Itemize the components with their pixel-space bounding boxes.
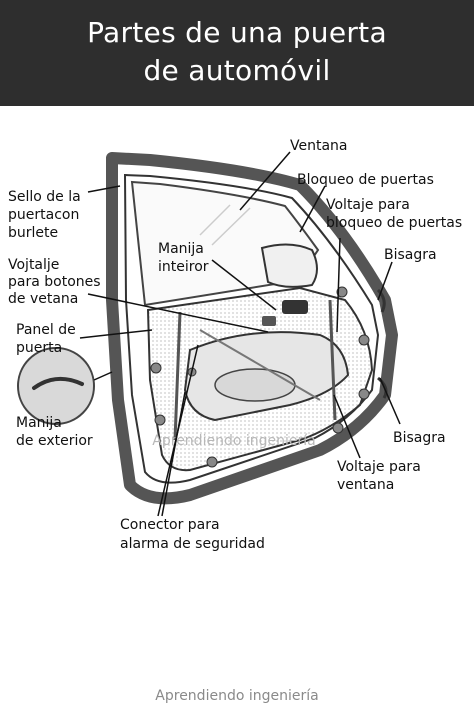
- label-panel-1: Panel de: [16, 322, 76, 338]
- label-panel-2: puerta: [16, 340, 63, 356]
- title-line-1: Partes de una puerta: [87, 16, 387, 49]
- regulator-rail: [173, 311, 182, 441]
- label-manija-exterior-2: de exterior: [16, 433, 93, 449]
- label-conector-1: Conector para: [120, 517, 220, 533]
- interior-handle: [282, 300, 308, 314]
- door-speaker: [214, 368, 296, 402]
- regulator-cable: [199, 329, 321, 401]
- label-manija-interior-1: Manija: [158, 241, 204, 257]
- side-mirror: [260, 243, 318, 288]
- label-bisagra-top: Bisagra: [384, 247, 437, 263]
- exterior-handle-inset: [17, 347, 95, 425]
- title-line-2: de automóvil: [143, 54, 331, 87]
- leader-lines: [79, 151, 401, 517]
- label-conector-2: alarma de seguridad: [120, 536, 265, 552]
- footer-credit: Aprendiendo ingeniería: [155, 688, 319, 704]
- door-seal: [123, 173, 380, 484]
- glass-reflection: [211, 207, 251, 246]
- watermark: Aprendiendo ingeniería: [152, 433, 315, 449]
- label-voltaje-ventana-2: ventana: [337, 477, 395, 493]
- regulator-rail: [328, 299, 337, 421]
- label-bisagra-bottom: Bisagra: [393, 430, 446, 446]
- label-voltaje-ventana-1: Voltaje para: [337, 459, 421, 475]
- title-banner: Partes de una puerta de automóvil: [0, 0, 474, 106]
- label-voltaje-bloqueo-2: bloqueo de puertas: [326, 215, 463, 231]
- label-vojtalje-3: de vetana: [8, 291, 79, 307]
- label-sello-2: puertacon: [8, 207, 80, 223]
- label-manija-interior-2: inteiror: [158, 259, 209, 275]
- label-bloqueo-puertas: Bloqueo de puertas: [297, 172, 434, 188]
- label-vojtalje-1: Vojtalje: [8, 257, 60, 273]
- label-manija-exterior-1: Manija: [16, 415, 62, 431]
- label-voltaje-bloqueo-1: Voltaje para: [326, 197, 410, 213]
- hinge-top: [376, 288, 386, 313]
- exterior-handle-icon: [32, 376, 84, 390]
- label-vojtalje-2: para botones: [8, 274, 101, 290]
- hinge-bottom: [377, 376, 388, 399]
- label-ventana: Ventana: [290, 138, 348, 154]
- panel-screws: [150, 286, 370, 468]
- glass-reflection: [199, 204, 231, 236]
- inset-pointer: [93, 371, 113, 381]
- label-sello-1: Sello de la: [8, 189, 81, 205]
- lock-button: [262, 316, 276, 326]
- label-sello-3: burlete: [8, 225, 59, 241]
